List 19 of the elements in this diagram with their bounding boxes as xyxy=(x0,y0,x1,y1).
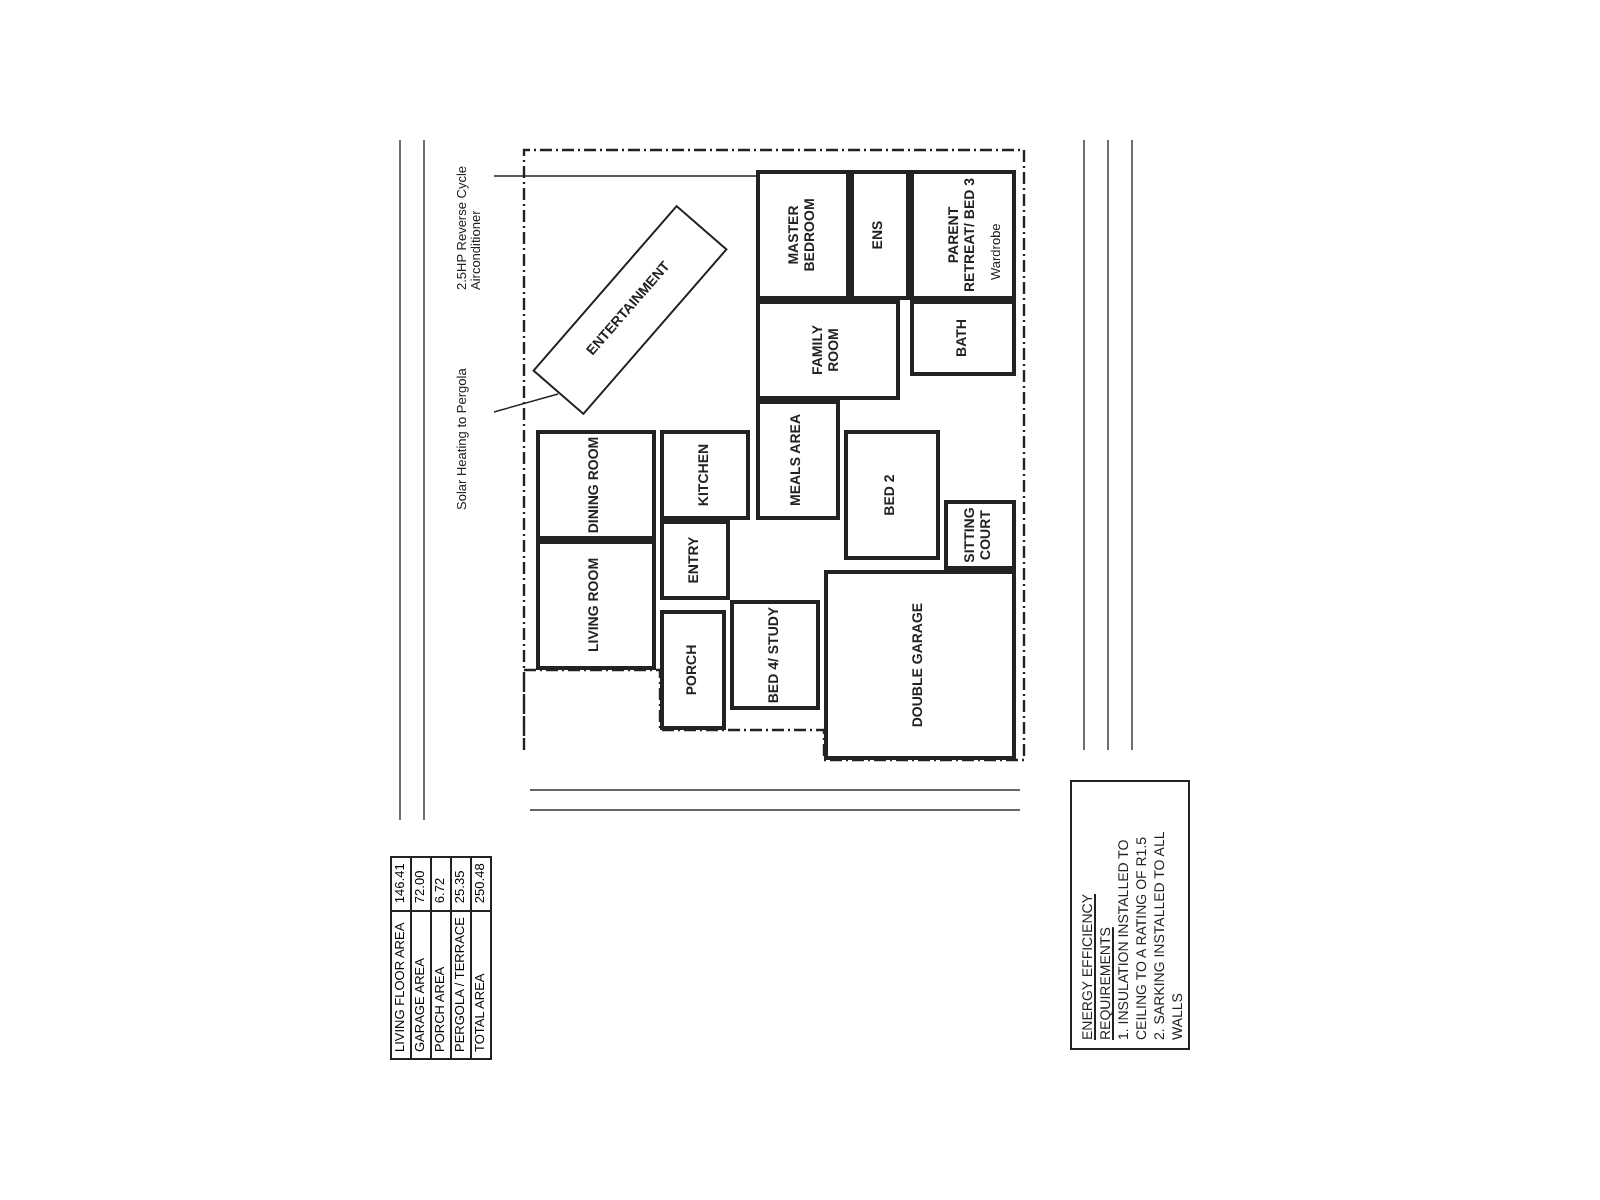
pergola-outline xyxy=(532,204,728,416)
room-outline xyxy=(910,170,1016,300)
room-outline xyxy=(844,430,940,560)
room-outline xyxy=(660,520,730,600)
room-outline xyxy=(756,400,840,520)
room-outline xyxy=(536,430,656,540)
room-outline xyxy=(756,300,900,400)
room-outline xyxy=(730,600,820,710)
notes-box xyxy=(1070,780,1190,1050)
room-outline xyxy=(536,540,656,670)
room-outline xyxy=(756,170,850,300)
room-outline xyxy=(660,610,726,730)
leader-line xyxy=(493,393,559,413)
room-outline xyxy=(824,570,1016,760)
leader-line xyxy=(493,175,757,177)
room-outline xyxy=(910,300,1016,376)
room-outline xyxy=(944,500,1016,570)
room-outline xyxy=(850,170,910,300)
room-outline xyxy=(660,430,750,520)
